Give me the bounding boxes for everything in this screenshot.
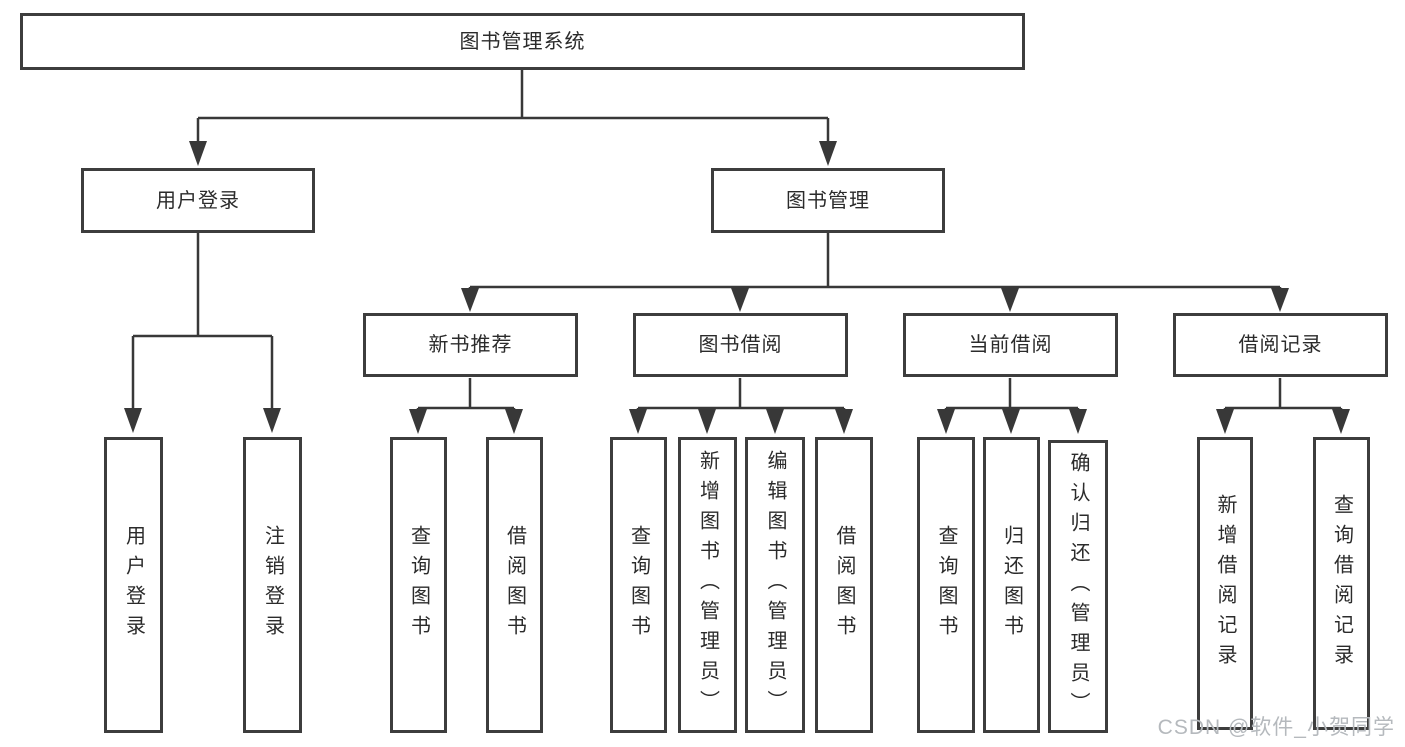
connector-book-management (468, 233, 1282, 292)
node-system-root-label: 图书管理系统 (459, 30, 586, 53)
node-leaf-confirm-return-admin: 确认归还（管理员） (1048, 440, 1108, 733)
node-current-borrow: 当前借阅 (903, 313, 1118, 377)
node-leaf-return-book: 归还图书 (983, 437, 1040, 733)
connector-new-book (416, 378, 516, 414)
node-borrow-records-label: 借阅记录 (1238, 334, 1323, 356)
node-leaf-query-borrow-record-label: 查询借阅记录 (1330, 493, 1353, 674)
node-leaf-borrow-books-1-label: 借阅图书 (503, 525, 526, 645)
csdn-watermark: CSDN @软件_小贺同学 (1157, 716, 1395, 739)
connector-root (196, 70, 830, 144)
node-leaf-add-borrow-record-label: 新增借阅记录 (1214, 493, 1236, 674)
node-leaf-query-books-2-label: 查询图书 (627, 525, 650, 645)
node-new-book-recommend-label: 新书推荐 (428, 334, 513, 356)
node-new-book-recommend: 新书推荐 (363, 313, 578, 377)
node-leaf-borrow-books-2-label: 借阅图书 (833, 525, 855, 645)
node-leaf-logout-label: 注销登录 (261, 525, 284, 645)
connector-book-borrow (636, 378, 846, 414)
node-borrow-records: 借阅记录 (1173, 313, 1388, 377)
node-user-login-label: 用户登录 (156, 189, 240, 212)
node-leaf-edit-book-admin: 编辑图书（管理员） (745, 437, 805, 733)
node-leaf-user-login-label: 用户登录 (122, 525, 145, 645)
node-leaf-query-books-2: 查询图书 (610, 437, 667, 733)
node-book-borrow-label: 图书借阅 (698, 334, 783, 356)
node-leaf-query-books-1-label: 查询图书 (407, 525, 430, 645)
node-leaf-confirm-return-admin-label: 确认归还（管理员） (1067, 451, 1089, 722)
node-user-login: 用户登录 (81, 168, 315, 233)
connector-user-login (131, 233, 274, 412)
node-leaf-borrow-books-2: 借阅图书 (815, 437, 873, 733)
node-leaf-return-book-label: 归还图书 (1000, 525, 1023, 645)
node-leaf-query-books-3-label: 查询图书 (935, 525, 957, 645)
node-leaf-edit-book-admin-label: 编辑图书（管理员） (764, 450, 786, 720)
node-leaf-query-borrow-record: 查询借阅记录 (1313, 437, 1370, 730)
node-leaf-add-borrow-record: 新增借阅记录 (1197, 437, 1253, 730)
node-leaf-query-books-3: 查询图书 (917, 437, 975, 733)
node-book-borrow: 图书借阅 (633, 313, 848, 377)
connector-borrow-records (1223, 378, 1343, 414)
node-leaf-logout: 注销登录 (243, 437, 302, 733)
node-book-management: 图书管理 (711, 168, 945, 233)
node-system-root: 图书管理系统 (20, 13, 1025, 70)
node-leaf-add-book-admin: 新增图书（管理员） (678, 437, 737, 733)
node-leaf-add-book-admin-label: 新增图书（管理员） (696, 450, 719, 720)
node-book-management-label: 图书管理 (786, 189, 870, 212)
node-current-borrow-label: 当前借阅 (968, 334, 1053, 356)
node-leaf-borrow-books-1: 借阅图书 (486, 437, 543, 733)
node-leaf-query-books-1: 查询图书 (390, 437, 447, 733)
node-leaf-user-login: 用户登录 (104, 437, 163, 733)
connector-current-borrow (944, 378, 1080, 414)
